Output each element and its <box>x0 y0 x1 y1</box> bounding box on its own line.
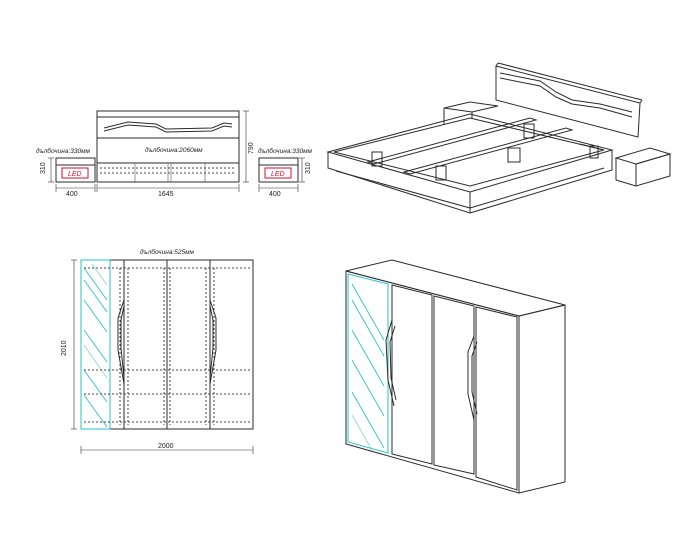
bed-depth-label: дълбочина:2060мм <box>145 146 203 154</box>
handle-2 <box>209 299 217 385</box>
right-nightstand-width-label: 400 <box>269 191 281 198</box>
iso-mirror-door <box>347 273 389 454</box>
right-nightstand-depth-label: дълбочина:330мм <box>258 147 313 155</box>
right-nightstand-height-label: 310 <box>305 162 312 174</box>
bed-width-label: 1645 <box>158 191 174 198</box>
headboard-wave <box>103 121 233 130</box>
right-nightstand-front: дълбочина:330мм LED 310 400 <box>258 147 313 198</box>
bed-isometric <box>326 62 672 214</box>
bed-height-label: 790 <box>248 142 255 154</box>
right-nightstand-body <box>258 157 299 183</box>
wardrobe-height-label: 2010 <box>61 340 68 356</box>
iso-left-nightstand <box>443 101 499 113</box>
wardrobe-front: дълбочина:525мм 2010 <box>61 248 254 454</box>
iso-handle-1 <box>385 319 395 407</box>
handle-1 <box>117 299 125 385</box>
left-nightstand-front: дълбочина:330мм LED 310 400 <box>36 147 96 198</box>
left-nightstand-body <box>55 157 96 183</box>
left-nightstand-height-label: 310 <box>40 162 47 174</box>
left-led-box <box>61 167 89 179</box>
left-nightstand-depth-label: дълбочина:330мм <box>36 147 91 155</box>
right-led-label: LED <box>271 171 285 178</box>
wardrobe-depth-label: дълбочина:525мм <box>140 248 195 256</box>
wardrobe-width-label: 2000 <box>158 443 174 450</box>
left-nightstand-width-label: 400 <box>66 191 78 198</box>
mirror-door <box>80 259 111 430</box>
iso-handle-2 <box>467 335 475 421</box>
left-led-label: LED <box>68 171 82 178</box>
bed-front: дълбочина:2060мм 790 1645 <box>96 110 255 198</box>
wardrobe-isometric <box>345 259 566 494</box>
right-led-box <box>264 167 292 179</box>
iso-headboard <box>495 65 641 138</box>
